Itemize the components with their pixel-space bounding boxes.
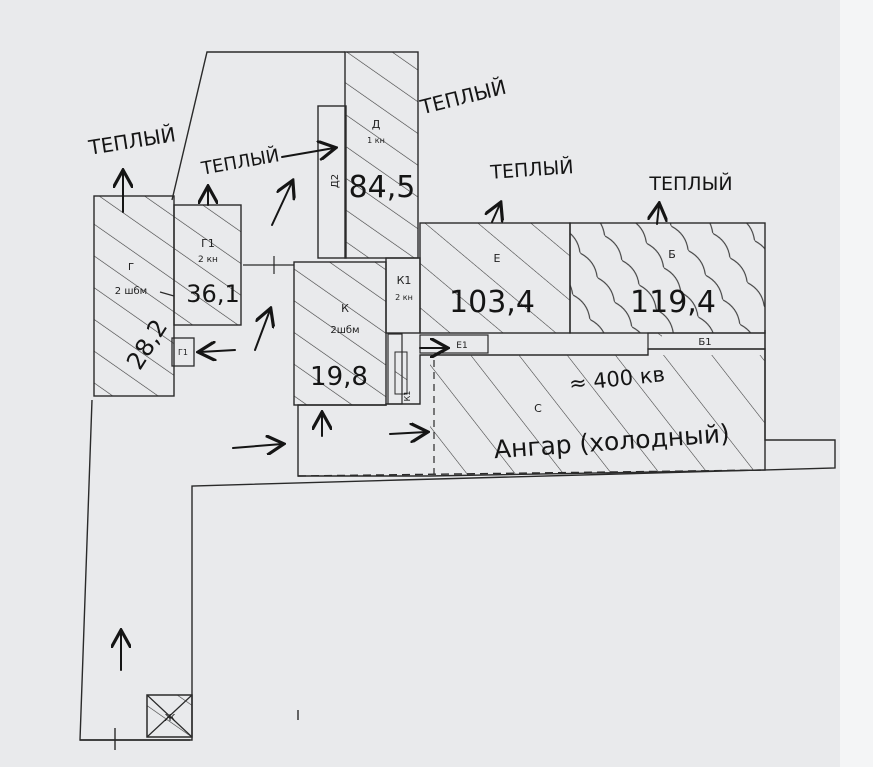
paper-edge bbox=[840, 0, 873, 767]
room-g-label: Г bbox=[128, 262, 134, 273]
room-e-label: Е bbox=[494, 252, 501, 265]
room-g1: Г1 2 кн 36,1 bbox=[173, 204, 242, 326]
room-e1: Е1 bbox=[419, 334, 489, 354]
room-k1: К1 2 кн bbox=[385, 257, 421, 334]
room-k: К 2шбм 19,8 bbox=[293, 261, 387, 406]
arrow-up-e bbox=[492, 204, 500, 223]
room-k1-sublabel: 2 кн bbox=[395, 293, 413, 302]
room-b1-label: Б1 bbox=[698, 337, 711, 348]
room-d2-label: Д2 bbox=[330, 174, 341, 188]
arrow-diag-1 bbox=[271, 182, 292, 226]
room-e1-label: Е1 bbox=[456, 341, 467, 351]
room-g-small-label: Г1 bbox=[178, 348, 188, 357]
room-e: Е 103,4 bbox=[419, 222, 571, 334]
outer-outline bbox=[79, 330, 836, 750]
stair-block: Ж bbox=[146, 694, 193, 738]
tick-marks bbox=[159, 256, 294, 297]
arrow-right-c2 bbox=[389, 432, 426, 434]
room-g1-area: 36,1 bbox=[186, 280, 239, 308]
room-g-sublabel: 2 шбм bbox=[115, 286, 147, 297]
room-b-area: 119,4 bbox=[630, 285, 716, 320]
room-g1-label: Г1 bbox=[201, 237, 215, 250]
arrow-d2 bbox=[281, 148, 334, 157]
room-e-area: 103,4 bbox=[449, 285, 535, 320]
room-k-label: К bbox=[341, 302, 349, 315]
hangar: С Ангар (холодный) ≈ 400 кв bbox=[297, 348, 766, 477]
room-d: Д 1 кн 84,5 bbox=[344, 51, 419, 259]
warm-label-b: ТЕПЛЫЙ bbox=[648, 172, 732, 195]
arrow-left-g1 bbox=[200, 350, 236, 352]
room-g-small: Г1 bbox=[171, 337, 195, 367]
room-d-label: Д bbox=[372, 118, 381, 131]
arrow-diag-2 bbox=[254, 310, 270, 351]
stair-label: Ж bbox=[165, 713, 176, 724]
room-k1-lower-label: К1 bbox=[403, 391, 412, 402]
arrow-right-c1 bbox=[232, 444, 282, 448]
room-d-sublabel: 1 кн bbox=[367, 136, 385, 145]
room-k1-label: К1 bbox=[397, 274, 412, 287]
top-wall bbox=[171, 51, 345, 201]
room-k-area: 19,8 bbox=[310, 362, 368, 392]
room-k1-lower: К1 bbox=[387, 333, 412, 405]
arrows bbox=[121, 148, 659, 671]
room-b: Б 119,4 bbox=[569, 222, 766, 334]
room-b-label: Б bbox=[668, 248, 676, 261]
room-d-area: 84,5 bbox=[349, 170, 416, 205]
room-g1-sublabel: 2 кн bbox=[198, 255, 218, 265]
arrow-up-b bbox=[657, 205, 659, 225]
hangar-label: С bbox=[534, 402, 542, 415]
room-k-sublabel: 2шбм bbox=[330, 325, 359, 336]
room-g: Г 2 шбм 28,2 bbox=[93, 195, 175, 397]
